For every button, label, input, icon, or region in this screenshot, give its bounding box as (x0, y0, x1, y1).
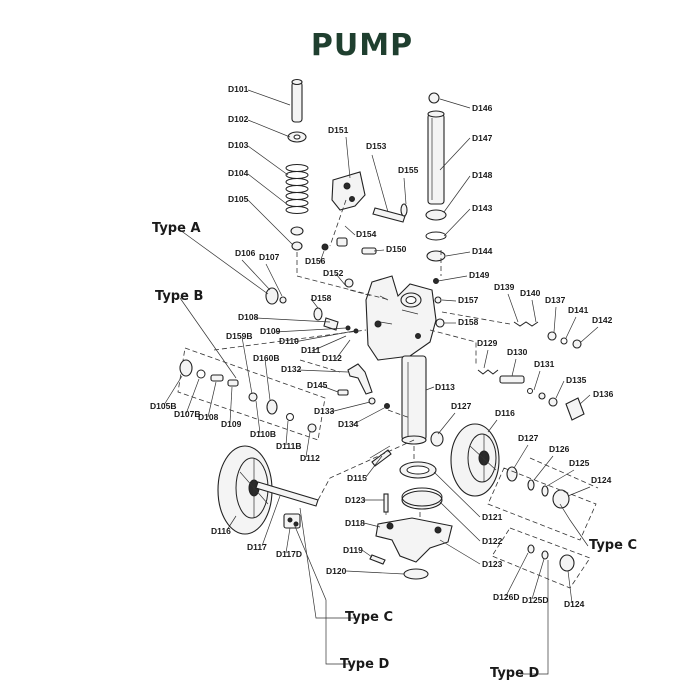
part-label-d134: D134 (338, 419, 359, 429)
part-label-d102: D102 (228, 114, 249, 124)
part-label-d132: D132 (281, 364, 302, 374)
part-label-d148: D148 (472, 170, 493, 180)
part-label-d155: D155 (398, 165, 419, 175)
part-label-d110: D110 (279, 336, 299, 346)
lever-drawing (337, 363, 390, 409)
type-b-box-drawing (177, 347, 326, 441)
piston-stack-drawing (285, 78, 309, 251)
part-label-d156: D156 (305, 256, 326, 266)
right-wheel-drawing (430, 423, 570, 509)
part-label-d126d: D126D (493, 592, 519, 602)
part-label-d120: D120 (326, 566, 347, 576)
part-label-d125: D125 (569, 458, 590, 468)
part-label-d137: D137 (545, 295, 566, 305)
part-label-d139: D139 (494, 282, 515, 292)
part-label-d141: D141 (568, 305, 589, 315)
bracket-drawing (321, 171, 408, 288)
part-label-d115: D115 (347, 473, 367, 483)
part-label-d124: D124 (591, 475, 612, 485)
part-label-d158: D158 (311, 293, 332, 303)
part-label-d109: D109 (221, 419, 242, 429)
part-label-d113: D113 (435, 382, 455, 392)
part-label-d124: D124 (564, 599, 585, 609)
part-label-d119: D119 (343, 545, 363, 555)
type-label-type-d: Type D (490, 666, 539, 681)
part-label-d157: D157 (458, 295, 479, 305)
leader-lines (163, 89, 599, 675)
part-label-d122: D122 (482, 536, 503, 546)
type-cd-boxes-drawing (487, 457, 599, 589)
part-label-d104: D104 (228, 168, 249, 178)
part-label-d112: D112 (300, 453, 320, 463)
part-label-d147: D147 (472, 133, 493, 143)
part-label-d105: D105 (228, 194, 249, 204)
part-label-d150: D150 (386, 244, 407, 254)
part-label-d116: D116 (211, 526, 231, 536)
part-label-d127: D127 (451, 401, 472, 411)
type-label-type-c: Type C (589, 538, 637, 553)
part-label-d130: D130 (507, 347, 528, 357)
type-label-type-d: Type D (340, 657, 389, 672)
part-label-d160b: D160B (253, 353, 279, 363)
part-label-d101: D101 (228, 84, 249, 94)
left-wheel-drawing (217, 445, 319, 535)
part-label-d116: D116 (495, 408, 515, 418)
part-label-d129: D129 (477, 338, 498, 348)
valve-assembly-right-drawing (477, 321, 585, 421)
type-labels: Type A Type B Type C Type C Type D Type D (152, 221, 637, 681)
part-label-d111: D111 (301, 345, 321, 355)
type-label-type-b: Type B (155, 289, 203, 304)
part-label-d123: D123 (345, 495, 366, 505)
part-label-d149: D149 (469, 270, 490, 280)
part-label-d153: D153 (366, 141, 387, 151)
part-label-d143: D143 (472, 203, 493, 213)
part-label-d108: D108 (198, 412, 219, 422)
cylinder-drawing (425, 92, 447, 262)
part-label-d117d: D117D (276, 549, 302, 559)
part-label-d144: D144 (472, 246, 493, 256)
part-label-d111b: D111B (276, 441, 302, 451)
type-label-type-c: Type C (345, 610, 393, 625)
part-label-d103: D103 (228, 140, 249, 150)
part-label-d110b: D110B (250, 429, 276, 439)
type-label-type-a: Type A (152, 221, 201, 236)
part-label-d142: D142 (592, 315, 613, 325)
fork-assembly-drawing (369, 445, 453, 580)
pump-body-drawing (365, 275, 445, 445)
part-label-d125d: D125D (522, 595, 548, 605)
part-label-d117: D117 (247, 542, 267, 552)
part-label-d146: D146 (472, 103, 493, 113)
part-label-d108: D108 (238, 312, 259, 322)
part-label-d127: D127 (518, 433, 539, 443)
part-label-d159b: D159B (226, 331, 252, 341)
part-label-d154: D154 (356, 229, 377, 239)
part-label-d135: D135 (566, 375, 587, 385)
part-label-d106: D106 (235, 248, 256, 258)
part-label-d121: D121 (482, 512, 503, 522)
part-label-d152: D152 (323, 268, 344, 278)
part-label-d107: D107 (259, 252, 280, 262)
part-label-d109: D109 (260, 326, 281, 336)
diagram-title: PUMP (311, 28, 413, 63)
part-label-d105b: D105B (150, 401, 176, 411)
part-label-d145: D145 (307, 380, 328, 390)
part-label-d118: D118 (345, 518, 365, 528)
part-label-d126: D126 (549, 444, 570, 454)
part-label-d133: D133 (314, 406, 335, 416)
part-label-d140: D140 (520, 288, 541, 298)
part-label-d158: D158 (458, 317, 479, 327)
part-label-d151: D151 (328, 125, 349, 135)
part-label-d136: D136 (593, 389, 614, 399)
part-label-d131: D131 (534, 359, 555, 369)
part-label-d112: D112 (322, 353, 342, 363)
part-label-d107b: D107B (174, 409, 200, 419)
part-label-d123: D123 (482, 559, 503, 569)
assembly-dashed-lines (213, 199, 511, 520)
